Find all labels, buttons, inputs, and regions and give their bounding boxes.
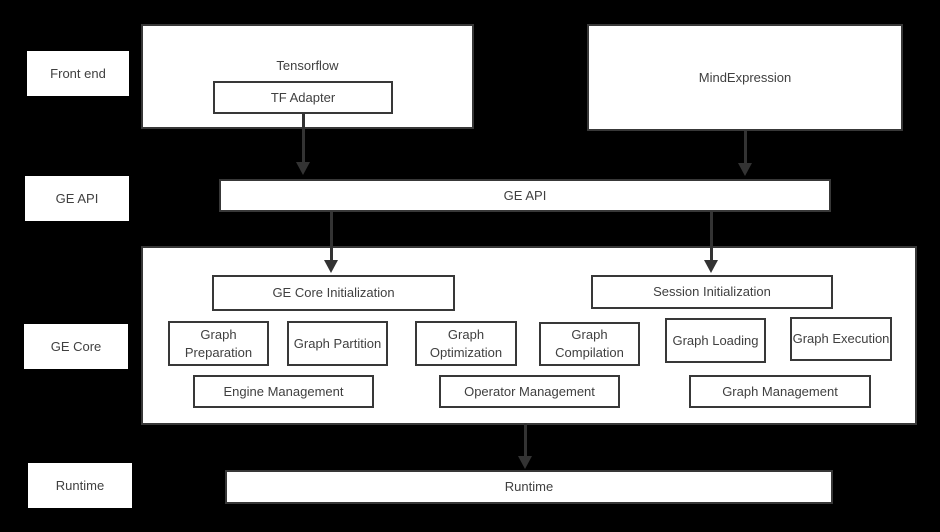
ge-core-container: GE Core Initialization Session Initializ… — [141, 246, 917, 425]
runtime-label: Runtime — [504, 479, 554, 495]
runtime-bar: Runtime — [225, 470, 833, 504]
arrow-stem — [709, 212, 713, 260]
ge-api-bar: GE API — [219, 179, 831, 212]
mindexpression-box: MindExpression — [587, 24, 903, 131]
ge-core-initialization-box: GE Core Initialization — [212, 275, 455, 311]
engine-management-box: Engine Management — [193, 375, 374, 408]
graph-execution-label: Graph Execution — [792, 331, 890, 347]
arrow-head-icon — [704, 260, 718, 273]
arrow-stem — [523, 423, 527, 456]
ge-core-initialization-label: GE Core Initialization — [272, 285, 395, 301]
graph-preparation-label: Graph Preparation — [184, 326, 253, 360]
arrow-stem — [743, 131, 747, 163]
arrow-stem — [329, 212, 333, 260]
arrow-mindexpression-to-ge-api — [738, 131, 752, 176]
graph-loading-label: Graph Loading — [672, 332, 759, 348]
session-initialization-box: Session Initialization — [591, 275, 833, 309]
mindexpression-label: MindExpression — [698, 69, 792, 85]
arrow-tf-adapter-to-ge-api — [296, 113, 310, 175]
arrow-head-icon — [324, 260, 338, 273]
arrow-stem — [301, 113, 305, 162]
tensorflow-box: Tensorflow TF Adapter — [141, 24, 474, 129]
row-label-front-end: Front end — [27, 51, 129, 96]
operator-management-label: Operator Management — [464, 383, 595, 399]
tf-adapter-label: TF Adapter — [270, 89, 336, 105]
row-label-ge-api: GE API — [25, 176, 129, 221]
graph-partition-box: Graph Partition — [287, 321, 388, 366]
tensorflow-label: Tensorflow — [276, 58, 339, 73]
arrow-ge-api-to-session-initialization — [704, 212, 718, 273]
row-label-ge-core: GE Core — [24, 324, 128, 369]
session-initialization-label: Session Initialization — [653, 284, 771, 300]
graph-execution-box: Graph Execution — [790, 317, 892, 361]
graph-compilation-box: Graph Compilation — [539, 322, 640, 366]
engine-management-label: Engine Management — [223, 383, 344, 399]
arrow-ge-core-to-runtime — [518, 423, 532, 469]
arrow-head-icon — [518, 456, 532, 469]
graph-management-box: Graph Management — [689, 375, 871, 408]
operator-management-box: Operator Management — [439, 375, 620, 408]
row-label-runtime: Runtime — [28, 463, 132, 508]
graph-management-label: Graph Management — [722, 383, 838, 399]
arrow-head-icon — [738, 163, 752, 176]
ge-api-label: GE API — [503, 187, 547, 203]
graph-optimization-label: Graph Optimization — [429, 326, 503, 360]
graph-partition-label: Graph Partition — [293, 335, 382, 351]
graph-compilation-label: Graph Compilation — [555, 327, 624, 360]
arrow-head-icon — [296, 162, 310, 175]
tf-adapter-box: TF Adapter — [213, 81, 393, 114]
arrow-ge-api-to-ge-core-initialization — [324, 212, 338, 273]
graph-loading-box: Graph Loading — [665, 318, 766, 363]
graph-preparation-box: Graph Preparation — [168, 321, 269, 366]
graph-optimization-box: Graph Optimization — [415, 321, 517, 366]
